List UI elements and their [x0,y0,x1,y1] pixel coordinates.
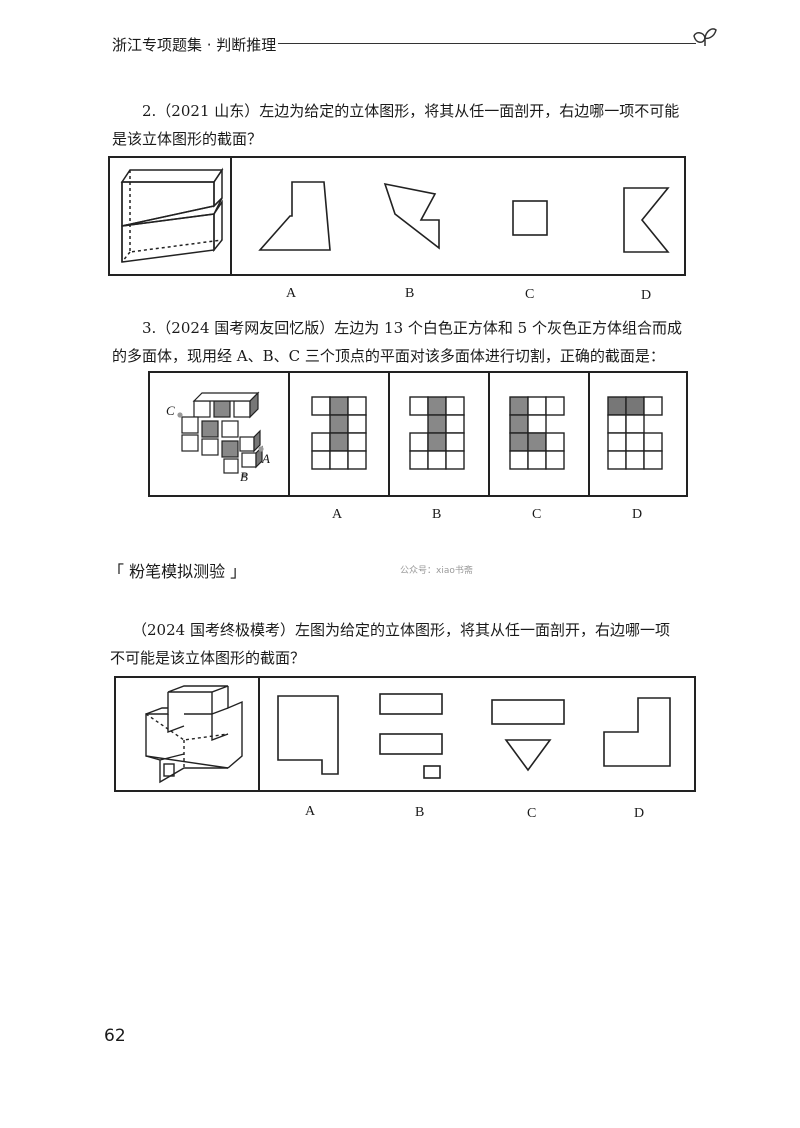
question-3-figure-frame: C A B [148,371,688,497]
question-2-option-a-label: A [286,286,297,301]
practice-given-solid [145,685,243,784]
figure-divider [230,158,232,274]
question-3-option-a-grid [311,396,367,470]
vertex-label-b: B [240,469,248,484]
question-2-option-c-shape [512,200,548,236]
figure-divider-1 [288,373,290,495]
practice-option-c-shape [491,699,565,772]
question-2-given-solid [120,167,224,263]
practice-question-line-1: （2024 国考终极模考）左图为给定的立体图形，将其从任一面剖开，右边哪一项 [132,621,670,639]
question-3-option-d-grid [607,396,663,470]
question-3-line-2: 的多面体，现用经 A、B、C 三个顶点的平面对该多面体进行切割，正确的截面是： [112,347,665,365]
practice-option-d-shape [603,697,671,767]
practice-figure-frame [114,676,696,792]
question-2-option-c-label: C [525,287,535,302]
practice-option-c-label: C [527,806,537,821]
question-2-option-a-shape [258,181,331,251]
practice-option-a-shape [277,695,339,775]
figure-divider-3 [488,373,490,495]
practice-option-b-shape [379,693,443,779]
figure-divider [258,678,260,790]
practice-question-line-2: 不可能是该立体图形的截面？ [110,649,306,667]
figure-divider-4 [588,373,590,495]
section-title: 「 粉笔模拟测验 」 [108,562,247,581]
vertex-label-a: A [262,451,270,466]
question-3-option-b-label: B [432,507,442,522]
question-3-option-a-label: A [332,507,343,522]
header-rule [278,43,696,44]
running-header-title: 浙江专项题集 · 判断推理 [112,36,277,54]
vertex-label-c: C [166,403,175,418]
question-2-figure-frame [108,156,686,276]
figure-divider-2 [388,373,390,495]
practice-option-a-label: A [305,804,316,819]
question-3-option-b-grid [409,396,465,470]
sprout-leaf-icon [693,28,717,46]
practice-option-b-label: B [415,805,425,820]
question-2-option-d-label: D [641,288,652,303]
question-3-option-d-label: D [632,507,643,522]
question-2-option-b-label: B [405,286,415,301]
question-2-option-d-shape [623,187,670,253]
faint-watermark-text: 公众号：xiao书斋 [400,566,473,576]
question-2-line-1: 2.（2021 山东）左边为给定的立体图形，将其从任一面剖开，右边哪一项不可能 [142,102,680,120]
question-3-line-1: 3.（2024 国考网友回忆版）左边为 13 个白色正方体和 5 个灰色正方体组… [142,319,682,337]
question-2-line-2: 是该立体图形的截面？ [112,130,263,148]
practice-option-d-label: D [634,806,645,821]
question-3-cube-polyhedron [177,391,264,478]
question-2-option-b-shape [383,182,440,250]
question-3-option-c-label: C [532,507,542,522]
question-3-option-c-grid [509,396,565,470]
page-number: 62 [104,1026,126,1046]
